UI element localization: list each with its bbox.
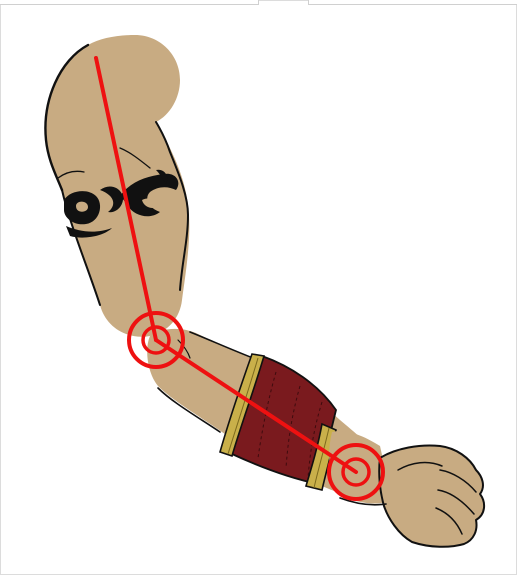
hand [329, 431, 484, 547]
fist-shape [379, 446, 484, 547]
